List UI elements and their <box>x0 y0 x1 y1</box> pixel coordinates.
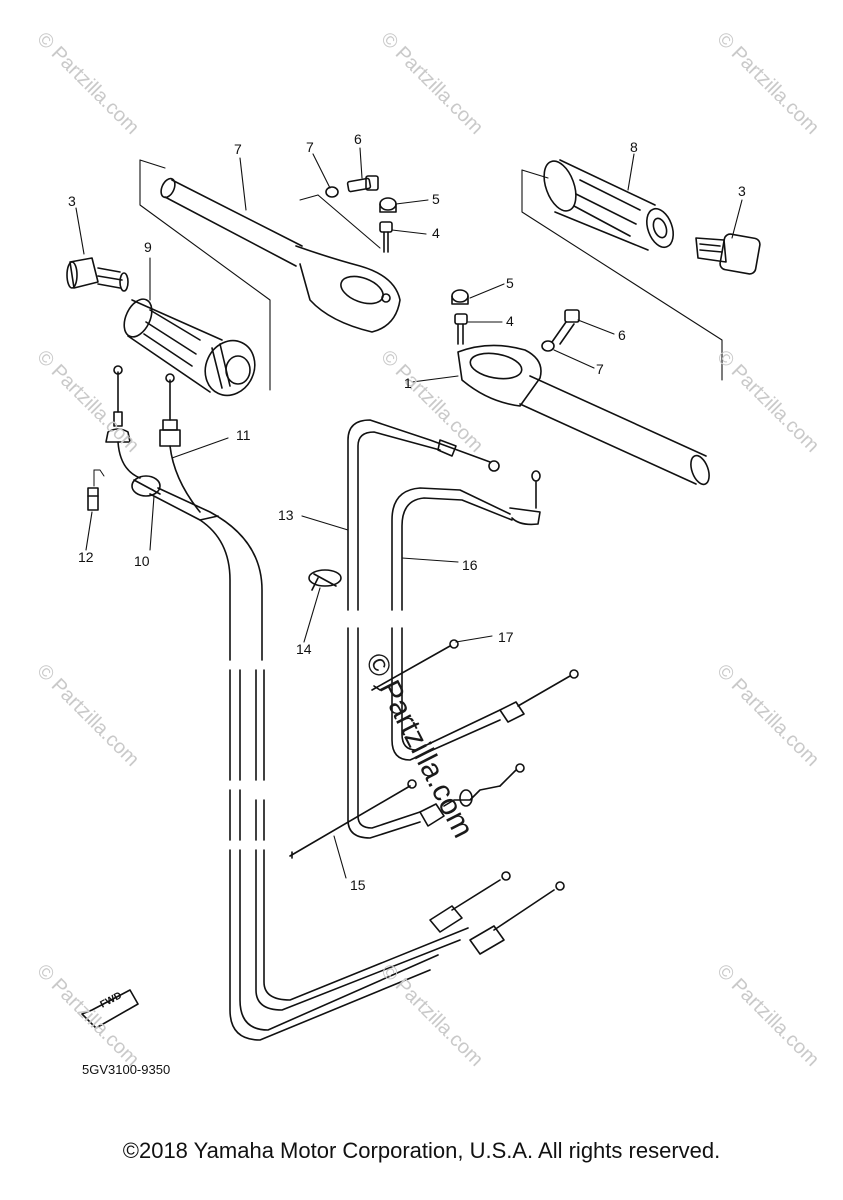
right-grip <box>543 159 674 251</box>
callout-1: 1 <box>404 375 412 391</box>
callout-5-top: 5 <box>432 191 440 207</box>
diagram-code: 5GV3100-9350 <box>82 1062 171 1077</box>
screw-4-top <box>379 221 393 253</box>
callout-7-top: 7 <box>306 139 314 155</box>
left-grip <box>123 298 256 397</box>
callout-15: 15 <box>350 877 366 893</box>
callout-16: 16 <box>462 557 478 573</box>
screw-6-right <box>551 309 580 345</box>
screw-6-top <box>346 175 379 193</box>
right-handlebar <box>457 344 710 486</box>
right-bracket-lines <box>521 169 723 381</box>
screw-5-top <box>379 197 397 213</box>
left-handlebar <box>160 177 401 333</box>
callout-3-left: 3 <box>68 193 76 209</box>
copyright-notice: ©2018 Yamaha Motor Corporation, U.S.A. A… <box>122 1138 721 1163</box>
callout-6-right: 6 <box>618 327 626 343</box>
cable-17 <box>371 639 459 691</box>
leader-lines <box>75 147 743 879</box>
callout-6-top: 6 <box>354 131 362 147</box>
left-bracket-lines <box>139 159 381 391</box>
callout-5-right: 5 <box>506 275 514 291</box>
callout-9: 9 <box>144 239 152 255</box>
callout-14: 14 <box>296 641 312 657</box>
cable-16 <box>391 470 541 761</box>
screw-4-right <box>454 313 468 345</box>
washer-7-top <box>325 186 339 198</box>
right-bar-end <box>695 233 761 275</box>
cable-15 <box>289 779 417 859</box>
throttle-cables-long <box>149 487 469 1041</box>
screw-5-right <box>451 289 469 305</box>
callout-3-right: 3 <box>738 183 746 199</box>
callout-7-right: 7 <box>596 361 604 377</box>
washer-7-right <box>541 340 555 352</box>
callout-17: 17 <box>498 629 514 645</box>
screw-12 <box>87 469 105 511</box>
clutch-cable-13 <box>347 419 500 839</box>
fwd-arrow-icon <box>81 989 139 1029</box>
cable-clamp-14 <box>308 569 342 591</box>
callout-8: 8 <box>630 139 638 155</box>
cable-clamp-10 <box>131 475 161 497</box>
throttle-cable-ends-lower <box>429 871 565 955</box>
callout-11: 11 <box>236 427 251 443</box>
callout-13: 13 <box>278 507 294 523</box>
callout-2: 7 <box>234 141 242 157</box>
cable-ends-mid <box>419 669 579 827</box>
callout-4-right: 4 <box>506 313 514 329</box>
callout-10: 10 <box>134 553 150 569</box>
callout-4-top: 4 <box>432 225 440 241</box>
callout-12: 12 <box>78 549 94 565</box>
left-bar-end <box>66 257 129 292</box>
